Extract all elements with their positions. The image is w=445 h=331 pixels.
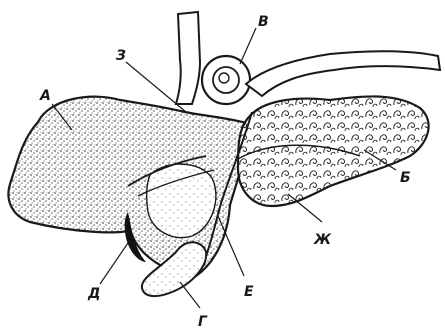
label-z: З	[116, 48, 126, 64]
leader-g	[180, 282, 200, 308]
leader-e	[218, 216, 244, 276]
label-v: В	[258, 14, 269, 30]
label-e: Е	[244, 284, 254, 300]
label-zh: Ж	[313, 232, 332, 248]
label-g: Г	[198, 314, 208, 330]
label-a: А	[39, 88, 51, 104]
gland-shape	[238, 96, 429, 206]
gallbladder-region	[147, 164, 216, 237]
label-d: Д	[87, 286, 100, 302]
coiled-loop-core	[219, 73, 229, 83]
label-b: Б	[400, 170, 411, 186]
leader-v	[240, 28, 256, 64]
leader-d	[100, 240, 130, 284]
long-tube	[246, 51, 440, 96]
upper-vessel	[176, 12, 200, 104]
